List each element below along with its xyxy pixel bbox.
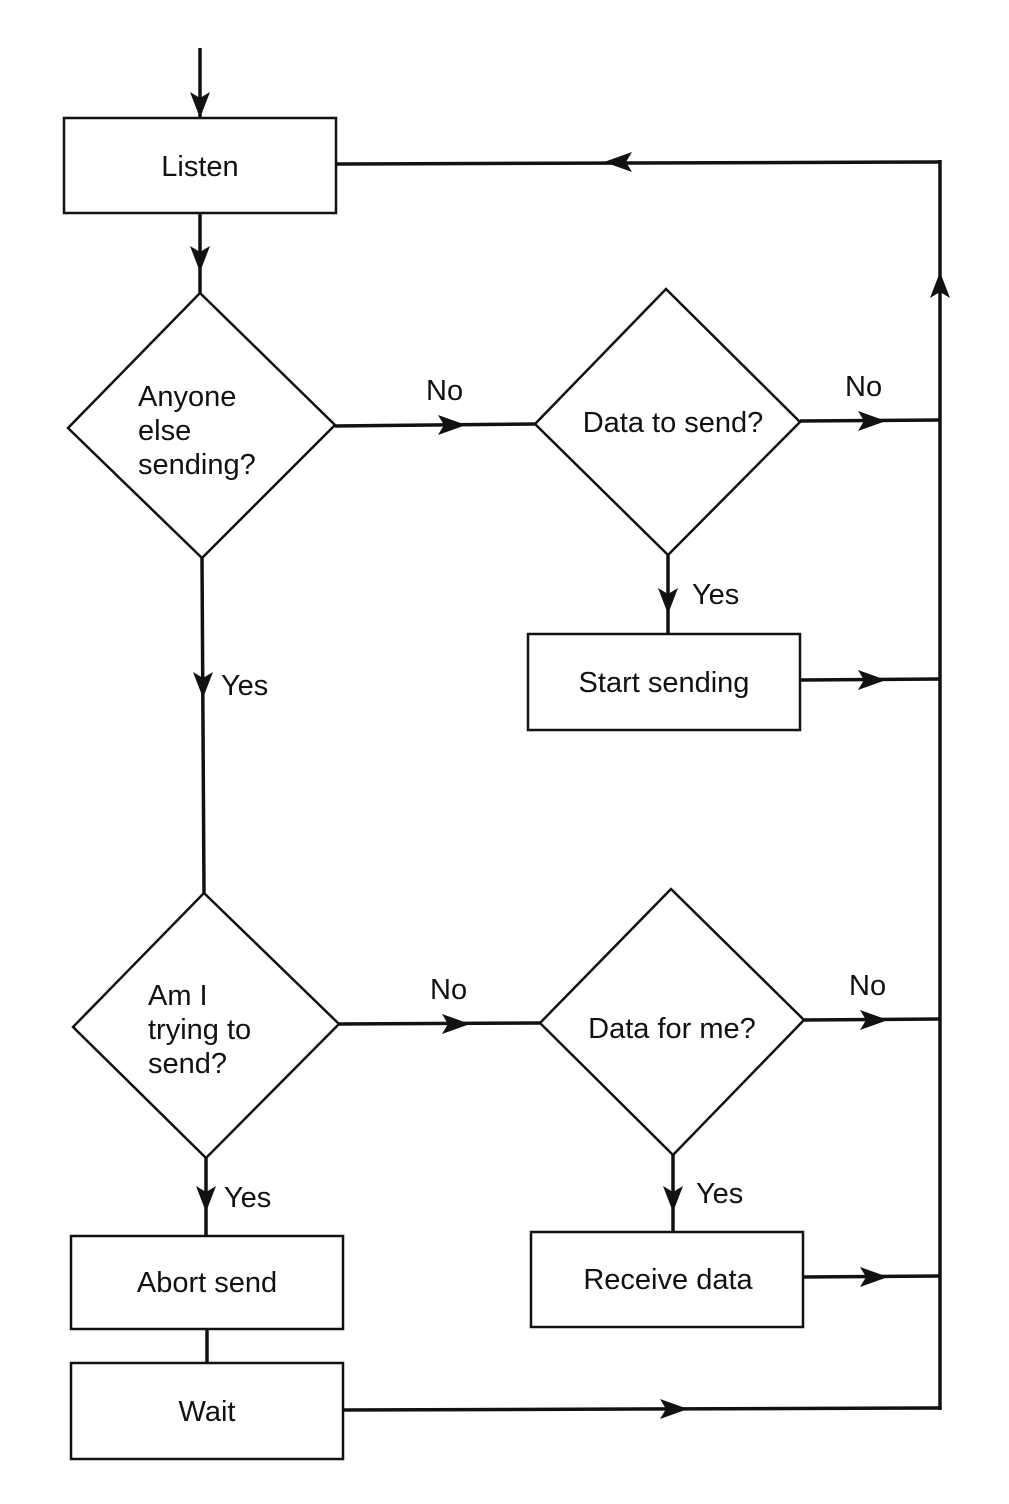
anyone-yes-arrow-icon [193, 672, 213, 698]
amitrying-line-3: send? [148, 1048, 227, 1080]
data-to-send-label: Data to send? [583, 407, 764, 439]
bus-to-listen [335, 160, 941, 166]
listen-down-arrow-icon [190, 246, 210, 272]
datatosend-no-arrow-icon [858, 411, 886, 431]
datatosend-yes-arrow-icon [658, 588, 678, 614]
listen-box [62, 116, 338, 215]
receivedata-arrow-icon [860, 1267, 888, 1287]
dataforme-no-label: No [849, 970, 886, 1002]
amitrying-yes-arrow-icon [196, 1186, 216, 1212]
startsending-arrow-icon [858, 670, 886, 690]
dataforme-yes-label: Yes [696, 1178, 743, 1210]
abort-send-label: Abort send [137, 1267, 277, 1299]
amitrying-yes-label: Yes [224, 1182, 271, 1214]
amitrying-line-1: Am I [148, 980, 208, 1012]
start-sending-label: Start sending [579, 667, 750, 699]
receive-data-label: Receive data [583, 1264, 753, 1296]
anyone-yes-line [200, 557, 206, 894]
dataforme-no-arrow-icon [860, 1010, 888, 1030]
data-for-me-label: Data for me? [588, 1013, 756, 1045]
anyone-line-1: Anyone [138, 381, 236, 413]
listen-label: Listen [161, 151, 238, 183]
amitrying-no-line [338, 1021, 541, 1026]
amitrying-no-arrow-icon [442, 1014, 470, 1034]
wait-to-bus [342, 1406, 941, 1412]
bus-up-arrow-icon [930, 272, 950, 298]
wait-label: Wait [179, 1396, 236, 1428]
datatosend-yes-label: Yes [692, 579, 739, 611]
amitrying-line-2: trying to [148, 1014, 251, 1046]
anyone-else-sending-diamond [66, 291, 337, 560]
wait-box [69, 1361, 345, 1461]
anyone-no-arrow-icon [438, 415, 466, 435]
bus-left-arrow-icon [604, 152, 632, 172]
wait-arrow-icon [660, 1399, 688, 1419]
dataforme-yes-arrow-icon [663, 1186, 683, 1212]
anyone-no-label: No [426, 375, 463, 407]
datatosend-no-label: No [845, 371, 882, 403]
amitrying-no-label: No [430, 974, 467, 1006]
entry-arrow-icon [190, 92, 210, 118]
abort-send-box [69, 1234, 345, 1331]
anyone-no-line [334, 422, 536, 428]
start-sending-box [526, 632, 802, 732]
anyone-yes-label: Yes [221, 670, 268, 702]
receive-data-box [529, 1230, 805, 1329]
anyone-line-2: else [138, 415, 191, 447]
anyone-line-3: sending? [138, 449, 256, 481]
